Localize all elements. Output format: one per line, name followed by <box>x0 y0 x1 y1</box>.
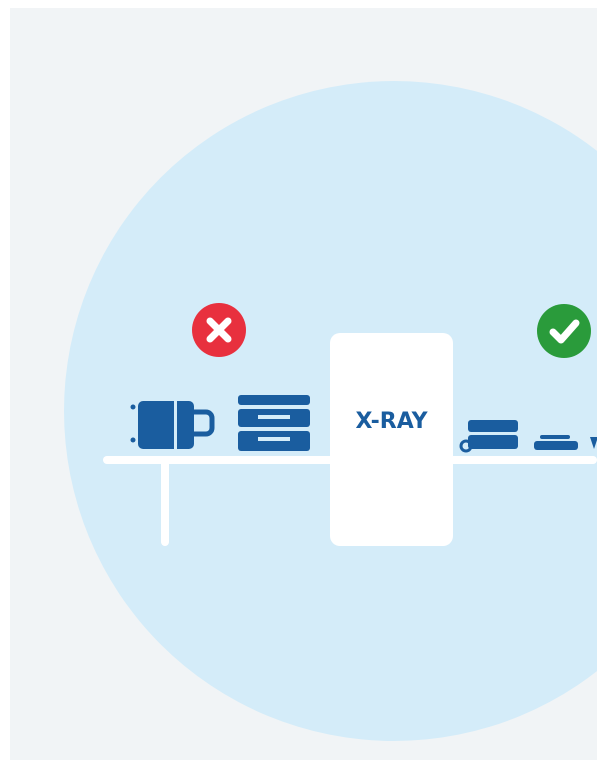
cross-icon <box>192 303 246 357</box>
stacked-cases-icon <box>238 395 310 451</box>
xray-machine: X-RAY <box>330 333 453 546</box>
flat-pouch-icon <box>534 435 578 450</box>
small-case-icon <box>459 420 518 453</box>
check-icon <box>537 304 591 358</box>
suitcase-icon <box>130 401 215 449</box>
illustration-frame: X-RAY <box>10 8 597 760</box>
table-leg <box>161 460 169 546</box>
bag-partial-icon <box>590 437 597 449</box>
xray-label: X-RAY <box>355 409 428 434</box>
